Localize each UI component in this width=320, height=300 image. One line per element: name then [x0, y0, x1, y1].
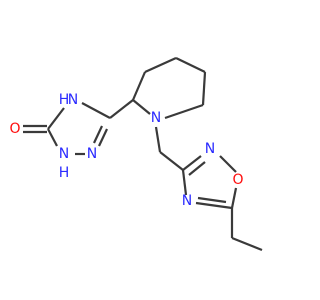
- atom-labels: O N H N H N N N O N: [9, 92, 243, 209]
- triazole-n1-hydrogen-label: H: [59, 165, 70, 181]
- bond-oxa-c3-n2-b: [188, 161, 206, 176]
- bond-c3-n4: [81, 102, 111, 119]
- oxadiazole-n4-label: N: [182, 193, 192, 209]
- bond-oxa-n4-c3: [181, 169, 188, 196]
- bond-pip-n-ch2: [154, 126, 162, 153]
- bond-oxa-c5-n4-b: [197, 196, 227, 204]
- bond-pip-c5-c6: [201, 71, 207, 106]
- oxadiazole-n2-label: N: [205, 141, 215, 157]
- triazole-n4-label: N: [68, 92, 78, 108]
- bond-c5-n4: [47, 107, 65, 130]
- bond-ch2-oxa-c3: [159, 151, 184, 171]
- bond-oxa-c5-n4-a: [195, 201, 233, 210]
- bonds: [23, 56, 263, 252]
- triazole-n4-hydrogen-label: H: [59, 92, 70, 108]
- molecule-canvas: O N H N H N N N O N: [9, 56, 263, 252]
- oxadiazole-o1-label: O: [232, 172, 243, 188]
- molecule-structure: O N H N H N N N O N: [9, 56, 263, 252]
- bond-oxa-n2-o1: [219, 155, 237, 173]
- bond-oxa-c3-n2-a: [182, 155, 202, 171]
- piperidine-nitrogen-label: N: [151, 110, 161, 126]
- bond-pip-c4-c5: [175, 57, 206, 73]
- bond-pip-n-c2: [132, 99, 151, 115]
- bond-c3-pip-c2: [109, 99, 134, 119]
- bond-pip-c6-n: [164, 103, 204, 120]
- bond-n2-c3-double-b: [93, 125, 103, 144]
- oxo-oxygen-label: O: [9, 121, 20, 137]
- bond-ethyl-ch2-ch3: [231, 236, 263, 252]
- bond-n2-c3-double-a: [98, 128, 108, 147]
- bond-oxa-o1-c5: [230, 187, 238, 209]
- triazole-n1-label: N: [59, 146, 69, 162]
- bond-c5-n1: [47, 128, 58, 147]
- triazole-n2-label: N: [87, 146, 97, 162]
- bond-pip-c2-c3: [131, 71, 147, 101]
- bond-pip-c3-c4: [144, 56, 177, 74]
